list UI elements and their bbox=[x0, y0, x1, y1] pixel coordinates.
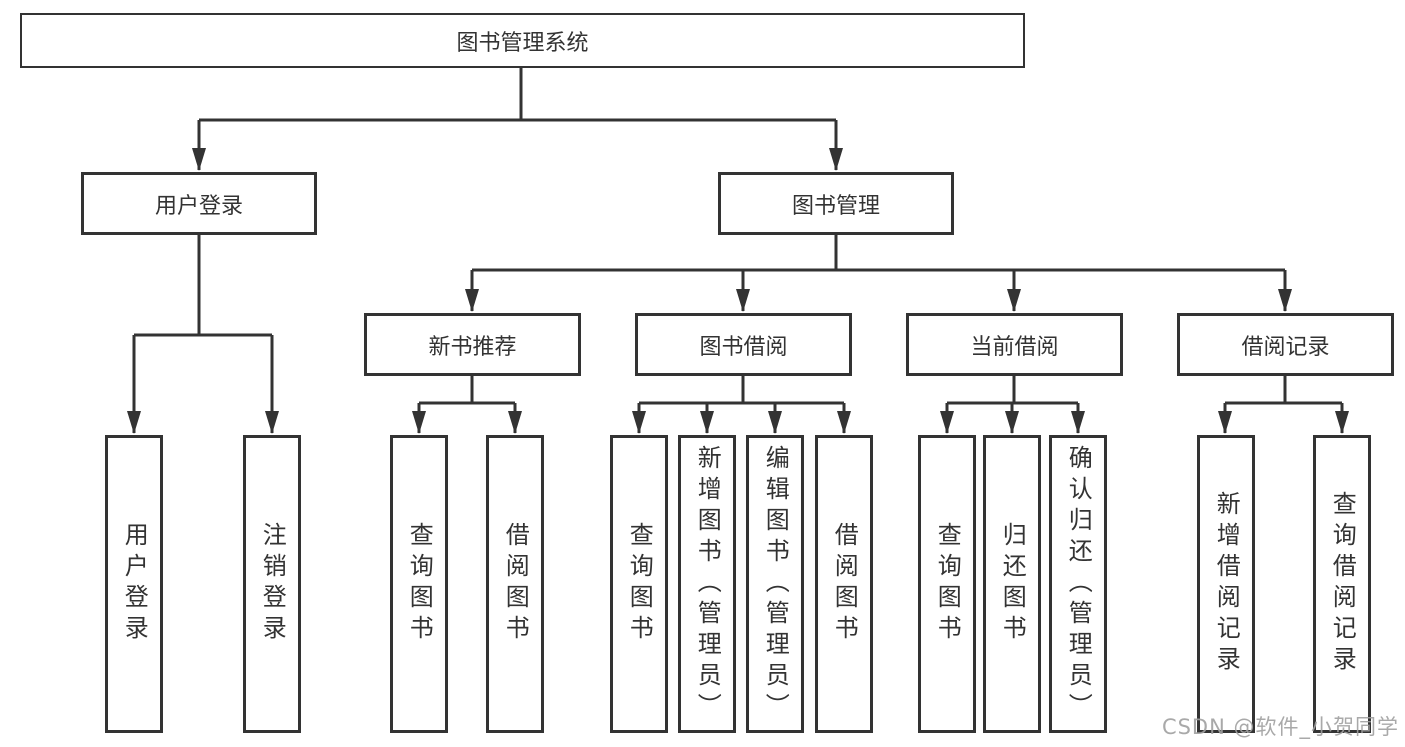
csdn-watermark: CSDN @软件_小贺同学 bbox=[1161, 715, 1399, 739]
leaf-logout: 注销登录 bbox=[243, 435, 301, 733]
leaf-borrow-books-rec: 借阅图书 bbox=[486, 435, 544, 733]
edge-new-book-rec-to-leaves bbox=[412, 376, 522, 434]
node-library-management-system: 图书管理系统 bbox=[20, 13, 1025, 68]
edge-user-login-to-leaves bbox=[127, 235, 279, 434]
leaf-borrow-books: 借阅图书 bbox=[815, 435, 873, 733]
leaf-confirm-return-admin: 确认归还（管理员） bbox=[1049, 435, 1107, 733]
edge-book-borrow-to-leaves bbox=[632, 376, 851, 434]
leaf-user-login: 用户登录 bbox=[105, 435, 163, 733]
leaf-add-book-admin: 新增图书（管理员） bbox=[678, 435, 736, 733]
leaf-add-borrow-record: 新增借阅记录 bbox=[1197, 435, 1255, 733]
node-book-borrow: 图书借阅 bbox=[635, 313, 852, 376]
leaf-query-books-current: 查询图书 bbox=[918, 435, 976, 733]
edge-root-to-level2 bbox=[192, 68, 843, 171]
leaf-query-books-borrow: 查询图书 bbox=[610, 435, 668, 733]
node-current-borrow: 当前借阅 bbox=[906, 313, 1123, 376]
edge-borrow-records-to-leaves bbox=[1218, 376, 1349, 434]
leaf-return-books: 归还图书 bbox=[983, 435, 1041, 733]
node-book-management: 图书管理 bbox=[718, 172, 954, 235]
leaf-query-borrow-record: 查询借阅记录 bbox=[1313, 435, 1371, 733]
leaf-edit-book-admin: 编辑图书（管理员） bbox=[746, 435, 804, 733]
node-borrow-records: 借阅记录 bbox=[1177, 313, 1394, 376]
edge-book-mgmt-to-level3 bbox=[465, 235, 1292, 312]
node-user-login: 用户登录 bbox=[81, 172, 317, 235]
leaf-query-books-rec: 查询图书 bbox=[390, 435, 448, 733]
node-new-book-recommend: 新书推荐 bbox=[364, 313, 581, 376]
edge-current-borrow-to-leaves bbox=[940, 376, 1085, 434]
